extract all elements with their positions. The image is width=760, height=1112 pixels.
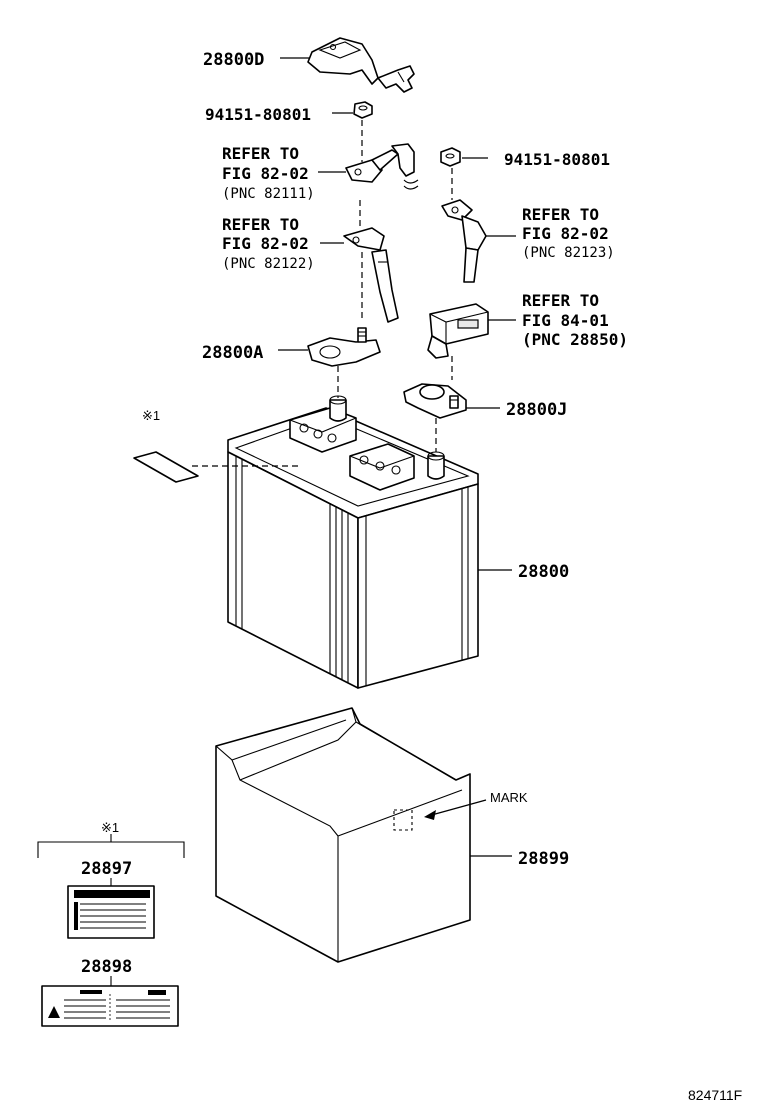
- label-28898: 28898: [81, 957, 132, 977]
- refer-b-line1: REFER TO: [222, 215, 299, 234]
- fusible-link-block[interactable]: [427, 303, 489, 359]
- refer-a-line3: (PNC 82111): [222, 186, 315, 202]
- refer-c-line1: REFER TO: [522, 205, 599, 224]
- label-nut-left: 94151-80801: [205, 105, 311, 124]
- negative-terminal-clamp[interactable]: [307, 327, 381, 367]
- refer-c-line3: (PNC 82123): [522, 245, 615, 261]
- label-28899: 28899: [518, 849, 569, 869]
- refer-a-line2: FIG 82-02: [222, 164, 309, 183]
- refer-b-line2: FIG 82-02: [222, 234, 309, 253]
- note-ref-top: ※1: [142, 408, 160, 423]
- battery-tray-part[interactable]: [215, 707, 471, 963]
- negative-cable-lower[interactable]: [343, 227, 399, 323]
- label-28897-sticker[interactable]: [67, 885, 155, 939]
- figure-code: 824711F: [688, 1087, 742, 1103]
- label-28800D: 28800D: [203, 50, 264, 70]
- positive-terminal-clamp[interactable]: [403, 383, 467, 419]
- nut-right-part[interactable]: [440, 147, 461, 167]
- label-28898-sticker[interactable]: [41, 985, 179, 1027]
- refer-a-line1: REFER TO: [222, 144, 299, 163]
- label-28800A: 28800A: [202, 343, 263, 363]
- nut-left-part[interactable]: [353, 101, 373, 119]
- label-28897: 28897: [81, 859, 132, 879]
- note-ref-box: ※1: [101, 820, 119, 835]
- refer-d-line3: (PNC 28850): [522, 330, 628, 349]
- negative-cable-upper[interactable]: [345, 143, 419, 190]
- refer-b-line3: (PNC 82122): [222, 256, 315, 272]
- positive-cable[interactable]: [441, 199, 487, 283]
- label-28800: 28800: [518, 562, 569, 582]
- refer-d-line2: FIG 84-01: [522, 311, 609, 330]
- terminal-cover-part[interactable]: [307, 37, 415, 93]
- label-nut-right: 94151-80801: [504, 150, 610, 169]
- label-group-bracket: [37, 834, 185, 858]
- refer-d-line1: REFER TO: [522, 291, 599, 310]
- refer-c-line2: FIG 82-02: [522, 224, 609, 243]
- mark-label: MARK: [490, 790, 528, 805]
- caution-label-sticker[interactable]: [133, 451, 199, 483]
- label-28800J: 28800J: [506, 400, 567, 420]
- battery-part[interactable]: [227, 395, 479, 689]
